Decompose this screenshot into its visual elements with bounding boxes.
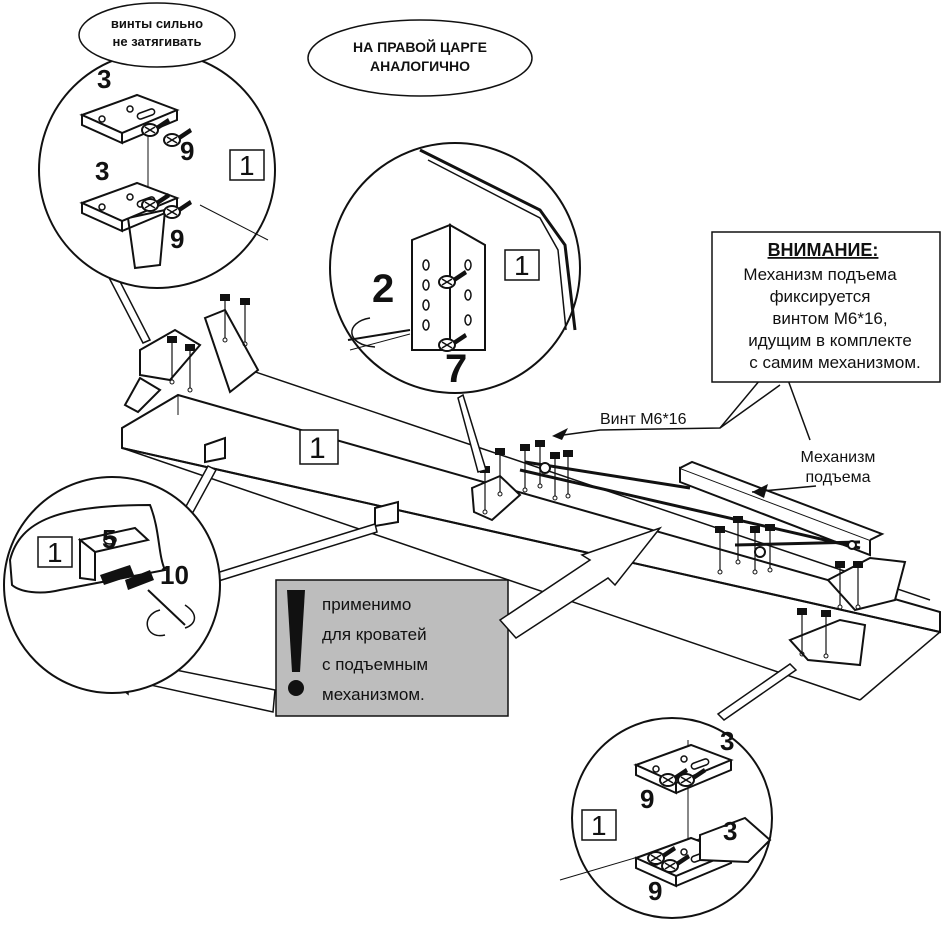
part-1-box: [299, 429, 339, 465]
part-1-label: 1: [591, 810, 607, 841]
part-9-label: 9: [180, 136, 194, 166]
right-side-note-bubble: НА ПРАВОЙ ЦАРГЕ АНАЛОГИЧНО: [307, 19, 533, 97]
detail-circle-center: 2 7 1: [329, 142, 581, 394]
part-1-box: [581, 809, 617, 841]
part-1-box: [37, 536, 73, 568]
attention-line-5: с самим механизмом.: [749, 353, 921, 372]
part-1-label: 1: [309, 432, 326, 465]
warning-line-3: с подъемным: [322, 655, 428, 674]
screw-m6-label: Винт М6*16: [600, 411, 687, 428]
part-9-label: 9: [648, 876, 662, 906]
part-1-box: [229, 149, 265, 181]
detail-circle-left: 1 5 10: [3, 476, 221, 694]
attention-box: ВНИМАНИЕ: Механизм подъема фиксируется в…: [711, 231, 941, 383]
part-3-label: 3: [95, 156, 109, 186]
part-7-label: 7: [445, 347, 467, 391]
right-side-note-line-1: НА ПРАВОЙ ЦАРГЕ: [353, 38, 487, 55]
screws-note-line-2: не затягивать: [113, 34, 202, 49]
exclamation-icon: [287, 590, 305, 696]
part-3-label: 3: [720, 726, 734, 756]
mechanism-label-line-1: Механизм: [801, 449, 876, 466]
part-10-label: 10: [160, 560, 189, 590]
part-1-label: 1: [514, 250, 530, 281]
detail-circle-bottom-right: 3 9 3 9 1: [559, 717, 773, 919]
attention-line-3: винтом М6*16,: [772, 309, 887, 328]
rotate-arrow-icon: [347, 317, 411, 351]
warning-box: применимо для кроватей с подъемным механ…: [275, 579, 509, 717]
part-1-label: 1: [47, 537, 63, 568]
attention-title: ВНИМАНИЕ:: [768, 240, 879, 260]
screws-note-line-1: винты сильно: [111, 16, 203, 31]
arrowhead: [752, 484, 768, 498]
corner-bracket-left: [123, 308, 260, 414]
part-5-label: 5: [102, 524, 116, 554]
warning-line-1: применимо: [322, 595, 411, 614]
right-side-note-line-2: АНАЛОГИЧНО: [370, 58, 470, 74]
l-bracket-small-1: [204, 436, 226, 464]
mechanism-label-line-2: подъема: [806, 469, 871, 486]
rotate-arrow-icon: [146, 589, 196, 637]
part-1-label: 1: [239, 150, 255, 181]
attention-line-2: фиксируется: [770, 287, 871, 306]
l-bracket-small-2: [374, 500, 399, 528]
warning-line-4: механизмом.: [322, 685, 425, 704]
lift-mechanism: [519, 460, 885, 558]
attention-line-4: идущим в комплекте: [748, 331, 912, 350]
part-3-label: 3: [97, 64, 111, 94]
part-3-label: 3: [723, 816, 737, 846]
corner-bracket-right: [788, 556, 907, 667]
part-9-label: 9: [170, 224, 184, 254]
warning-line-2: для кроватей: [322, 625, 427, 644]
detail-circle-top-left: 3 9 3 9 1: [38, 51, 276, 289]
arrowhead: [552, 428, 568, 440]
attention-line-1: Механизм подъема: [743, 265, 897, 284]
part-2-label: 2: [372, 267, 394, 311]
part-1-box: [504, 249, 540, 281]
part-9-label: 9: [640, 784, 654, 814]
screws-note-bubble: винты сильно не затягивать: [78, 2, 236, 68]
angle-plate: [470, 474, 522, 522]
